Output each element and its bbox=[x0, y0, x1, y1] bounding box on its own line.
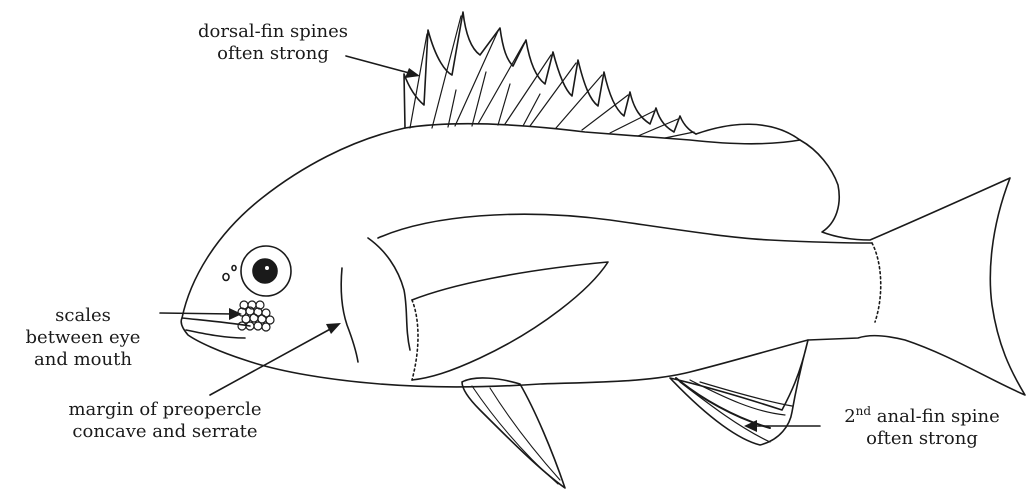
anal-label-line2: often strong bbox=[812, 428, 1032, 450]
fish-dorsal-fin bbox=[404, 12, 696, 134]
annotation-arrows bbox=[160, 56, 820, 432]
fish-nostril bbox=[223, 274, 229, 281]
preopercle-label-line1: margin of preopercle bbox=[30, 399, 300, 421]
fish-eye-pupil bbox=[253, 259, 277, 283]
fish-lateral-contour bbox=[378, 214, 872, 243]
fish-second-anal-spine bbox=[676, 378, 770, 428]
scales-arrow-shaft bbox=[160, 313, 234, 314]
scales-arrowhead bbox=[229, 308, 242, 320]
scales-label-line3: and mouth bbox=[8, 349, 158, 371]
preopercle-label: margin of preopercle concave and serrate bbox=[30, 399, 300, 443]
preopercle-label-line2: concave and serrate bbox=[30, 421, 300, 443]
fish-caudal-base bbox=[872, 243, 881, 322]
anal-label-ordinal-suffix: nd bbox=[856, 404, 871, 418]
fish-anal-fin bbox=[670, 340, 808, 445]
anal-label-ordinal: 2 bbox=[844, 406, 855, 427]
dorsal-label-line2: often strong bbox=[188, 43, 358, 65]
dorsal-fin-spines-label: dorsal-fin spines often strong bbox=[188, 21, 358, 65]
scales-label-line2: between eye bbox=[8, 327, 158, 349]
preopercle-arrowhead bbox=[326, 323, 341, 334]
anal-fin-spine-label: 2nd anal-fin spine often strong bbox=[812, 406, 1032, 450]
scales-label-line1: scales bbox=[8, 305, 158, 327]
dorsal-arrowhead bbox=[405, 68, 420, 78]
fish-soft-dorsal-fin bbox=[696, 124, 800, 140]
fish-body-outline bbox=[181, 124, 1025, 395]
fish-preopercle bbox=[341, 268, 358, 362]
dorsal-label-line1: dorsal-fin spines bbox=[188, 21, 358, 43]
fish-mouth bbox=[182, 318, 250, 338]
fish-cheek-scales bbox=[238, 301, 274, 331]
fish-pectoral-fin bbox=[412, 262, 608, 380]
fish-operculum bbox=[368, 238, 410, 350]
anal-label-line1-rest: anal-fin spine bbox=[871, 406, 1000, 427]
scales-label: scales between eye and mouth bbox=[8, 305, 158, 371]
anal-label-line1: 2nd anal-fin spine bbox=[812, 406, 1032, 428]
